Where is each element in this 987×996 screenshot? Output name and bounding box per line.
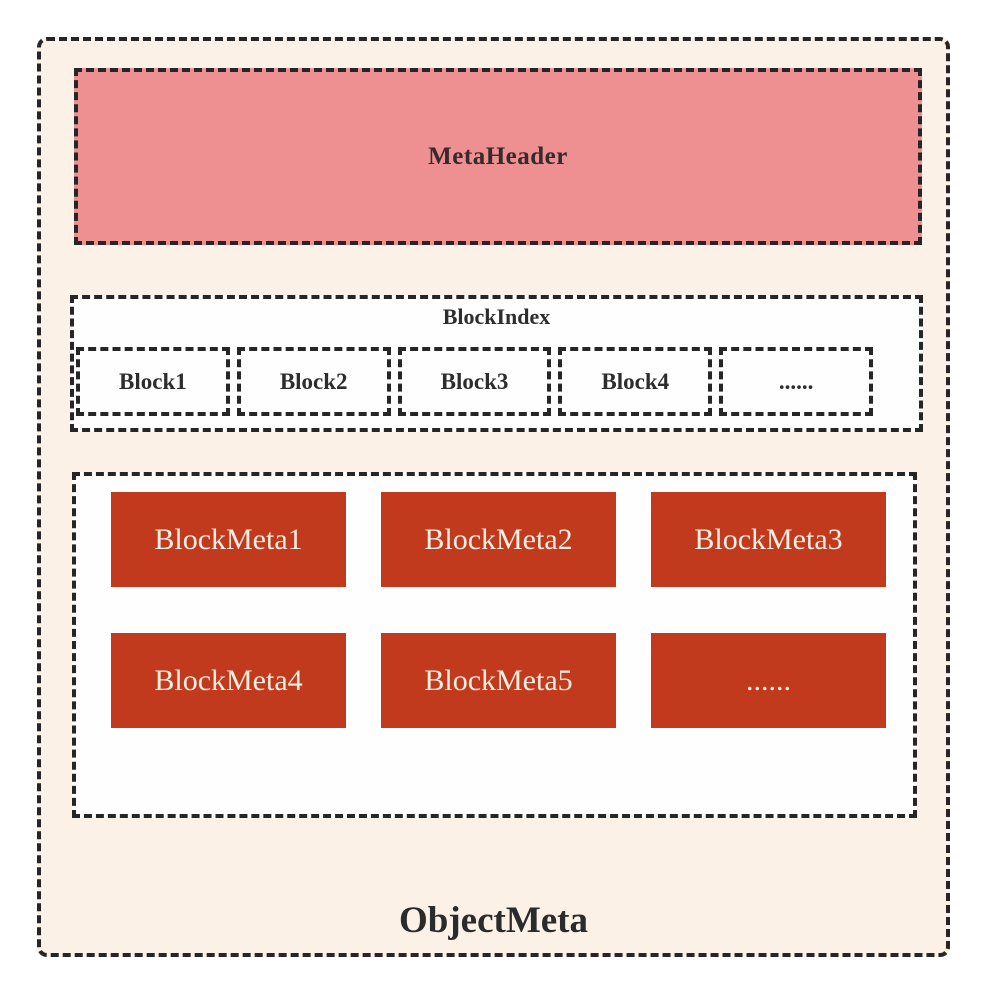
meta-header-label: MetaHeader [428, 142, 568, 170]
object-meta-container: MetaHeader BlockIndex Block1 Block2 Bloc… [37, 37, 950, 957]
block-index-item: Block3 [397, 347, 552, 416]
block-meta-card: BlockMeta1 [111, 492, 346, 587]
block-meta-grid: BlockMeta1 BlockMeta2 BlockMeta3 BlockMe… [111, 492, 886, 728]
block-meta-card: BlockMeta3 [651, 492, 886, 587]
block-meta-container: BlockMeta1 BlockMeta2 BlockMeta3 BlockMe… [72, 472, 917, 818]
block-meta-card: BlockMeta4 [111, 633, 346, 728]
block-index-title: BlockIndex [442, 304, 551, 329]
block-index-item: Block2 [236, 347, 391, 416]
block-index-row: Block1 Block2 Block3 Block4 ...... [76, 347, 873, 416]
block-index-item-ellipsis: ...... [719, 347, 873, 416]
block-index-container: BlockIndex Block1 Block2 Block3 Block4 .… [70, 295, 923, 432]
block-meta-card: BlockMeta2 [381, 492, 616, 587]
block-index-item: Block1 [76, 347, 230, 416]
block-index-item: Block4 [558, 347, 713, 416]
block-meta-card: BlockMeta5 [381, 633, 616, 728]
meta-header-box: MetaHeader [74, 68, 922, 245]
block-meta-card-ellipsis: ...... [651, 633, 886, 728]
object-meta-label: ObjectMeta [398, 900, 588, 941]
